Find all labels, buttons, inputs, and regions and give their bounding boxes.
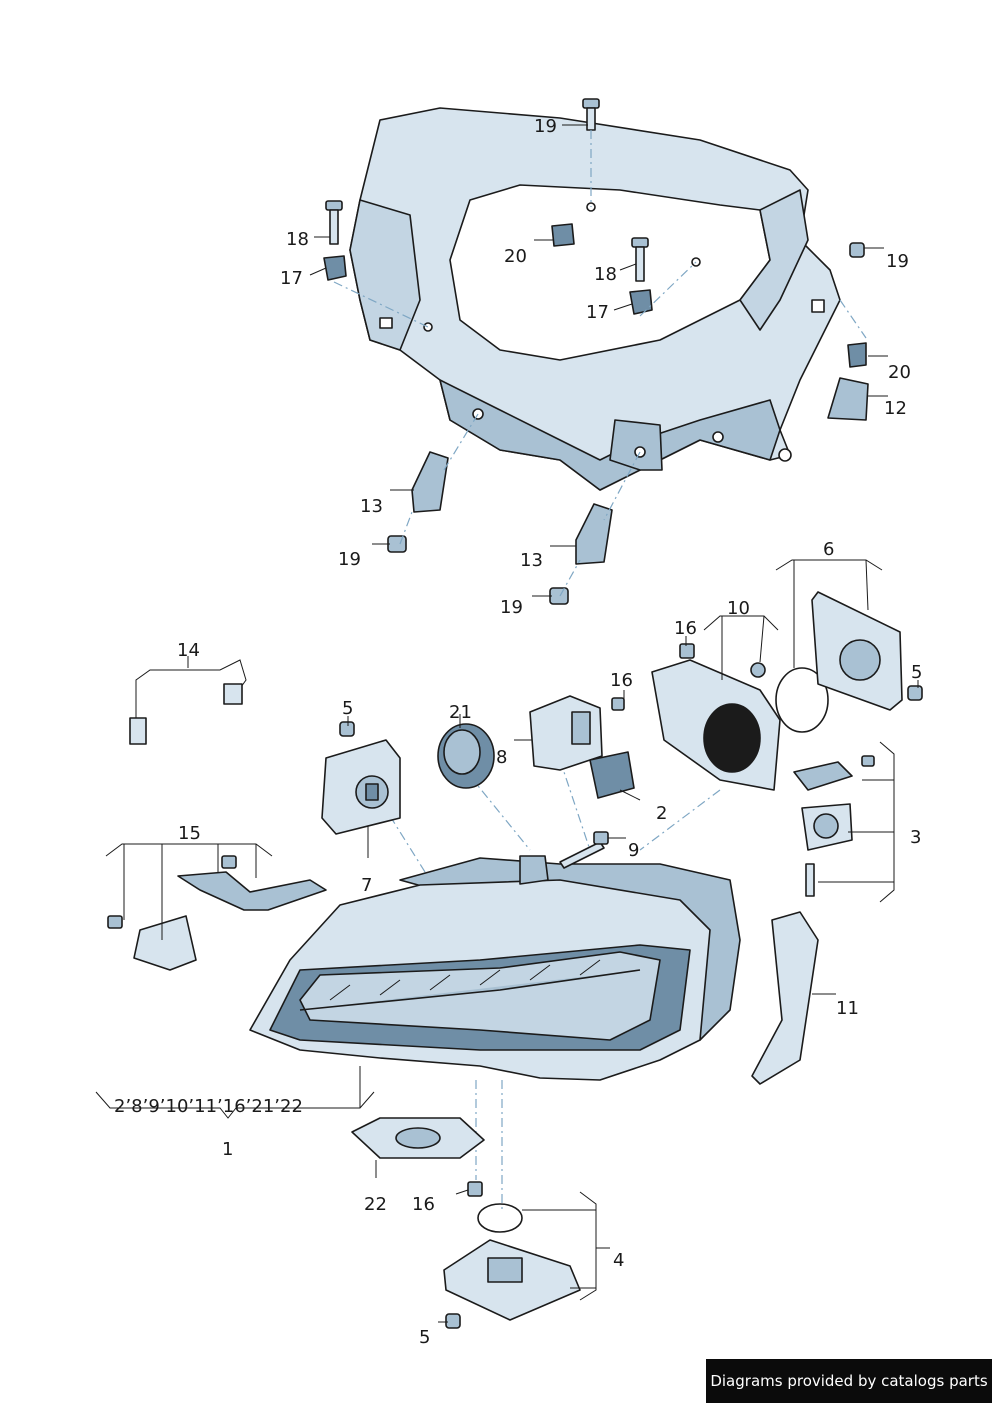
label-16-bottom: 16 [412, 1194, 435, 1215]
label-17-mid: 17 [586, 302, 609, 323]
leader-lines [95, 124, 919, 1323]
mounting-frame [349, 107, 841, 491]
grommet-10 [750, 662, 766, 678]
screw-19-left-bottom [387, 535, 407, 553]
label-20-right: 20 [888, 362, 911, 383]
flange-10 [651, 659, 781, 791]
bracket-12 [827, 377, 869, 421]
label-11: 11 [836, 998, 859, 1019]
bracket-13-left [411, 451, 449, 513]
label-17-left: 17 [280, 268, 303, 289]
label-13-left: 13 [360, 496, 383, 517]
label-14: 14 [177, 640, 200, 661]
label-4: 4 [613, 1250, 624, 1271]
label-15: 15 [178, 823, 201, 844]
label-16-mid: 16 [610, 670, 633, 691]
label-18-mid: 18 [594, 264, 617, 285]
alignment-lines [333, 130, 867, 1210]
label-6: 6 [823, 539, 834, 560]
label-19-right: 19 [886, 251, 909, 272]
screw-19-right-bottom [549, 587, 569, 605]
label-7: 7 [361, 875, 372, 896]
screw-5-bottom [445, 1313, 461, 1329]
label-22: 22 [364, 1194, 387, 1215]
label-12: 12 [884, 398, 907, 419]
label-18-left: 18 [286, 229, 309, 250]
seal-ring-4 [477, 1203, 523, 1233]
clip-17-left [323, 255, 347, 281]
holder-8 [529, 695, 603, 771]
clip-17-mid [629, 289, 653, 315]
control-unit-6 [811, 591, 903, 711]
control-unit-4 [443, 1239, 581, 1321]
label-8: 8 [496, 747, 507, 768]
label-5-left: 5 [342, 698, 353, 719]
trim-strip-11 [751, 911, 819, 1085]
label-1-contents: 2’8’9’10’11’16’21’22 [114, 1096, 303, 1117]
screw-9 [559, 831, 609, 869]
adjuster-3 [793, 755, 875, 897]
credit-banner: Diagrams provided by catalogs parts [706, 1359, 992, 1403]
label-9: 9 [628, 840, 639, 861]
control-unit-7 [321, 739, 401, 835]
cover-cap-21 [437, 723, 495, 789]
screw-19-right [849, 242, 865, 258]
label-3: 3 [910, 827, 921, 848]
label-20-mid: 20 [504, 246, 527, 267]
label-2: 2 [656, 803, 667, 824]
label-5-right: 5 [911, 662, 922, 683]
vent-hose-14 [129, 659, 247, 745]
label-19-right-bottom: 19 [500, 597, 523, 618]
seal-ring-6 [775, 667, 829, 733]
headlamp-assembly [249, 855, 741, 1081]
label-16-right: 16 [674, 618, 697, 639]
bracket-set-15 [107, 855, 327, 971]
clip-20-mid [551, 223, 575, 247]
label-19-top: 19 [534, 116, 557, 137]
label-1: 1 [222, 1139, 233, 1160]
screw-16-mid [611, 697, 625, 711]
label-10: 10 [727, 598, 750, 619]
label-13-right: 13 [520, 550, 543, 571]
screw-18-left [325, 200, 343, 245]
bracket-13-right [575, 503, 613, 565]
label-19-left-bottom: 19 [338, 549, 361, 570]
screw-5-left [339, 721, 355, 737]
screw-16-right [679, 643, 695, 659]
module-2 [589, 751, 635, 799]
label-5-bottom: 5 [419, 1327, 430, 1348]
clip-20-right [847, 342, 867, 368]
gasket-22 [351, 1117, 485, 1159]
screw-16-bottom [467, 1181, 483, 1197]
callout-labels: 19 18 17 20 18 17 19 20 12 13 19 13 19 6… [114, 116, 922, 1348]
screw-5-right [907, 685, 923, 701]
label-21: 21 [449, 702, 472, 723]
